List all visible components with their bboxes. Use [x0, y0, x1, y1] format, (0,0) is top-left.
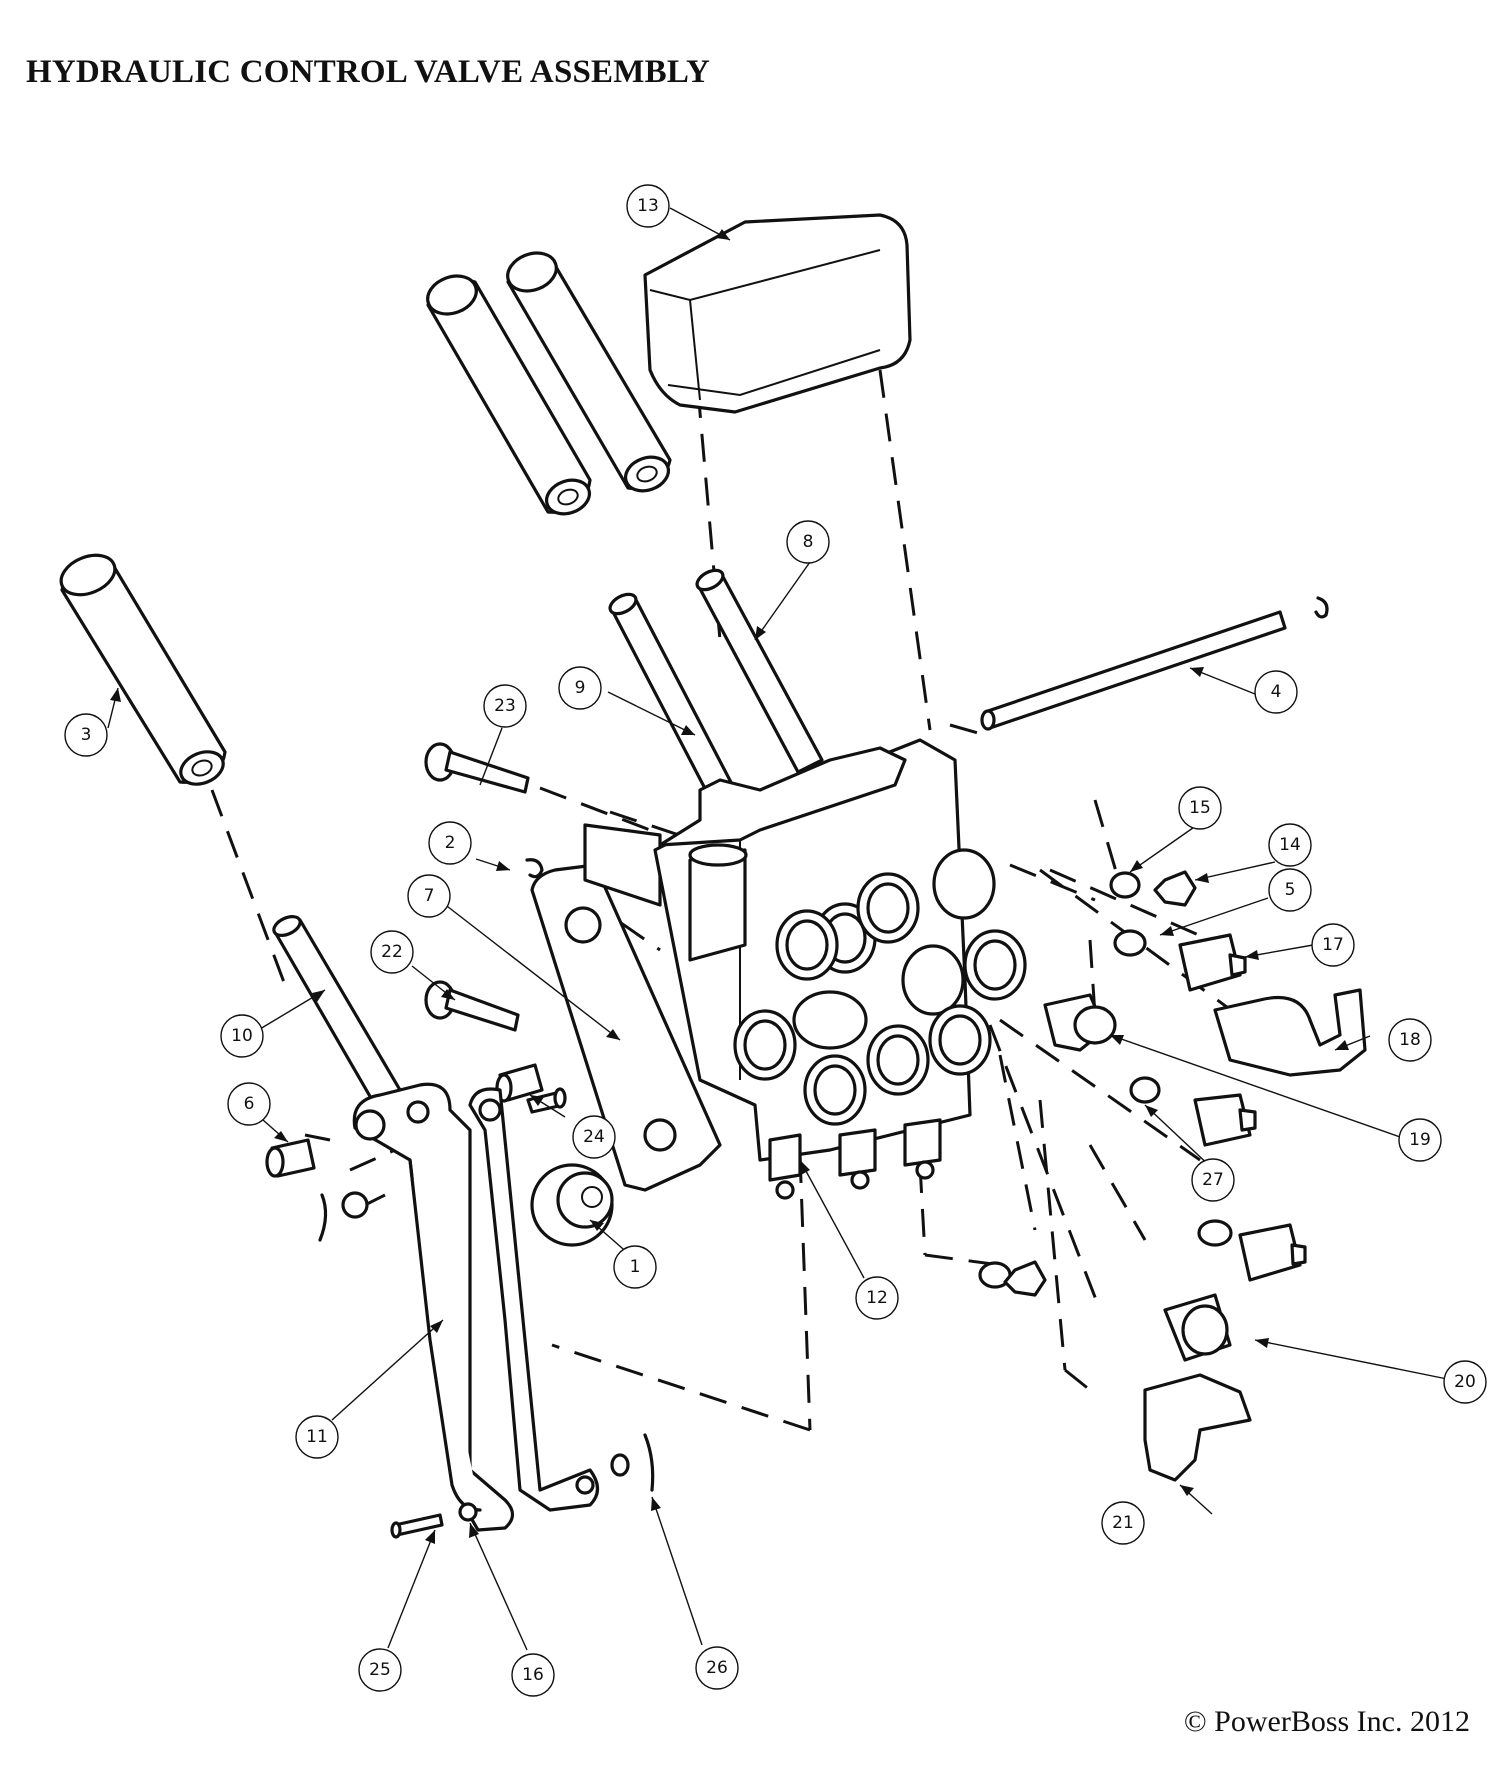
svg-text:16: 16 [522, 1665, 544, 1685]
svg-text:2: 2 [445, 833, 456, 853]
callout-11: 11 [295, 1415, 339, 1459]
svg-text:17: 17 [1322, 935, 1344, 955]
svg-text:10: 10 [231, 1026, 253, 1046]
callout-3: 3 [64, 713, 108, 757]
svg-text:22: 22 [381, 942, 403, 962]
lever-arms-part [352, 1082, 600, 1532]
callout-9: 9 [558, 666, 602, 710]
callout-5: 5 [1268, 868, 1312, 912]
svg-text:18: 18 [1399, 1030, 1421, 1050]
callout-19: 19 [1398, 1118, 1442, 1162]
svg-text:13: 13 [637, 196, 659, 216]
clip-2-part [525, 858, 544, 879]
callout-13: 13 [626, 184, 670, 228]
svg-text:26: 26 [706, 1658, 728, 1678]
svg-text:12: 12 [866, 1288, 888, 1308]
callout-leaders [107, 207, 1458, 1651]
page-title: HYDRAULIC CONTROL VALVE ASSEMBLY [26, 54, 711, 90]
svg-text:4: 4 [1271, 682, 1282, 702]
svg-text:5: 5 [1285, 880, 1296, 900]
callout-12: 12 [855, 1276, 899, 1320]
svg-text:14: 14 [1279, 835, 1301, 855]
svg-text:6: 6 [244, 1094, 255, 1114]
svg-text:24: 24 [583, 1127, 605, 1147]
bushing-24-part [495, 1063, 567, 1114]
callout-20: 20 [1443, 1360, 1487, 1404]
bolt-23-part [424, 742, 530, 794]
svg-text:9: 9 [575, 678, 586, 698]
callout-24: 24 [572, 1115, 616, 1159]
grommet-1-part [530, 1163, 614, 1247]
callout-6: 6 [227, 1082, 271, 1126]
callout-15: 15 [1178, 786, 1222, 830]
spacer-6-part [265, 1138, 316, 1178]
svg-text:1: 1 [630, 1257, 641, 1277]
svg-text:11: 11 [306, 1427, 328, 1447]
callout-1: 1 [613, 1245, 657, 1289]
svg-text:25: 25 [369, 1660, 391, 1680]
right-fittings [978, 870, 1367, 1482]
valve-body-part [653, 738, 1027, 1200]
callout-25: 25 [358, 1648, 402, 1692]
svg-text:8: 8 [803, 532, 814, 552]
svg-text:21: 21 [1112, 1513, 1134, 1533]
svg-text:7: 7 [424, 886, 435, 906]
small-hardware [318, 1191, 655, 1539]
handle-grip-part [59, 553, 227, 786]
long-pin-part [980, 596, 1329, 731]
cover-box-part [643, 213, 912, 414]
callout-4: 4 [1254, 670, 1298, 714]
callout-2: 2 [428, 821, 472, 865]
callout-7: 7 [407, 874, 451, 918]
svg-text:23: 23 [494, 696, 516, 716]
callout-16: 16 [511, 1653, 555, 1697]
callout-23: 23 [483, 684, 527, 728]
callout-17: 17 [1311, 923, 1355, 967]
grip-tubes [426, 251, 672, 516]
bolt-22-part [424, 980, 520, 1032]
svg-text:27: 27 [1202, 1170, 1224, 1190]
svg-text:19: 19 [1409, 1130, 1431, 1150]
callout-22: 22 [370, 930, 414, 974]
callout-14: 14 [1268, 823, 1312, 867]
svg-text:3: 3 [81, 725, 92, 745]
lever-rods [608, 568, 824, 804]
callout-8: 8 [786, 520, 830, 564]
callout-26: 26 [695, 1646, 739, 1690]
callout-21: 21 [1101, 1501, 1145, 1545]
svg-text:20: 20 [1454, 1372, 1476, 1392]
svg-text:15: 15 [1189, 798, 1211, 818]
callout-27: 27 [1191, 1158, 1235, 1202]
bracket-7-part [530, 823, 722, 1192]
callout-10: 10 [220, 1014, 264, 1058]
callout-18: 18 [1388, 1018, 1432, 1062]
copyright-notice: © PowerBoss Inc. 2012 [1183, 1705, 1470, 1738]
